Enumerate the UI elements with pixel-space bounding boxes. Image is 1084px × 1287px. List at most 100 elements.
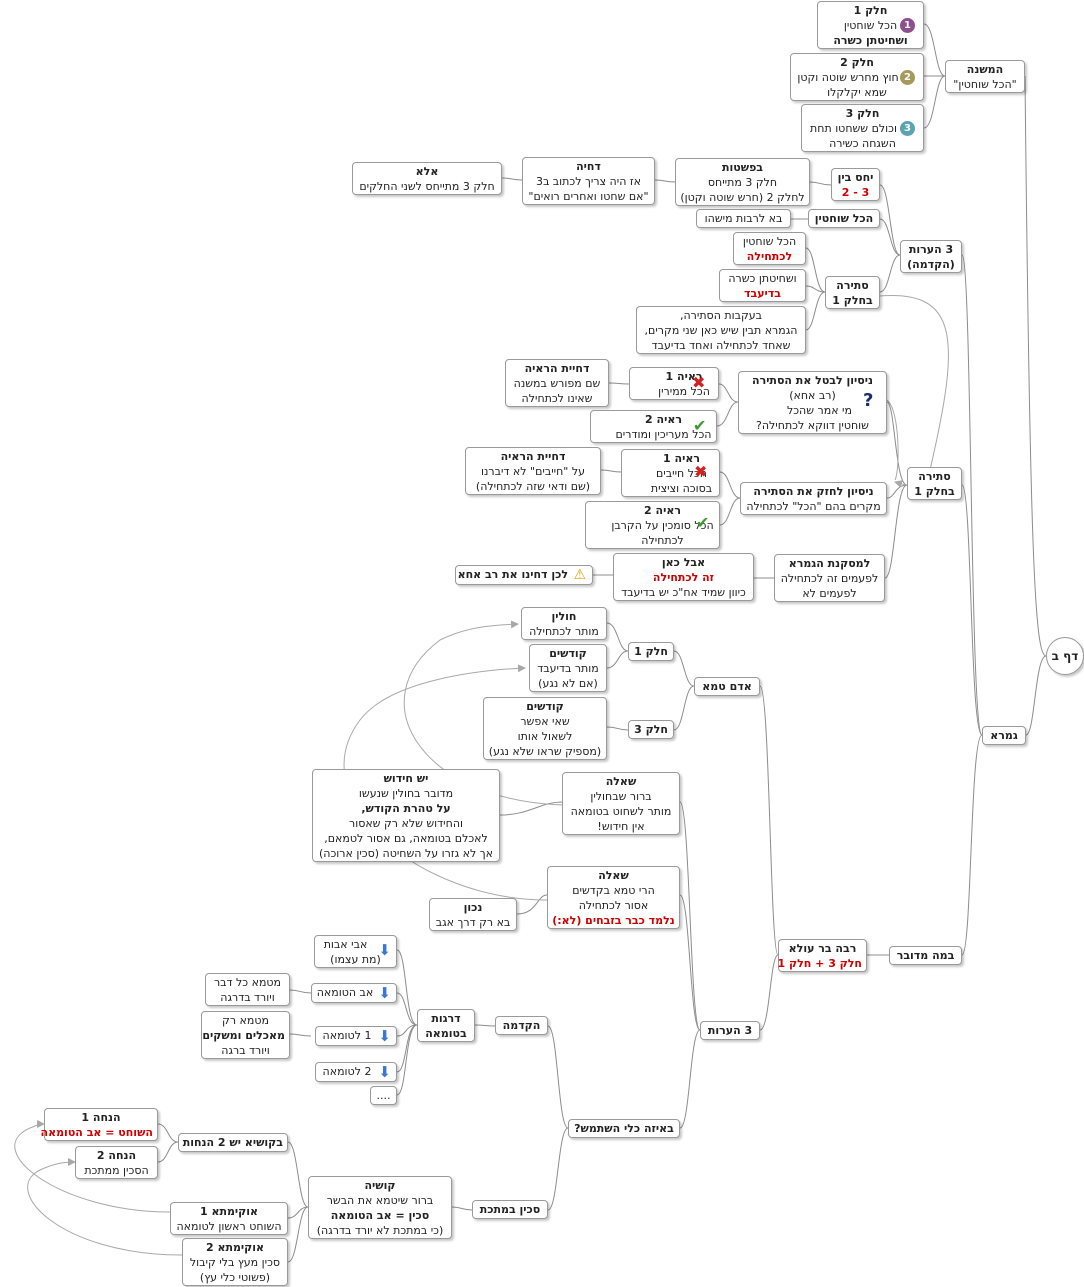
proof2b-node[interactable]: ראיה 2 הכל סומכין על הקרבן לכתחילה ✔ xyxy=(585,501,720,549)
cancel-attempt-node[interactable]: ניסיון לבטל את הסתירה (רב אחא) מי אמר שה… xyxy=(738,371,887,434)
node-line: לחלק 2 (חרש שוטה וקטן) xyxy=(680,191,805,204)
node-line-red: לכתחילה xyxy=(746,250,793,263)
number-3-icon: 3 xyxy=(900,121,915,136)
node-text: 1 לטומאה xyxy=(322,1029,372,1042)
raba-node[interactable]: רבה בר עולא חלק 3 + חלק 1 xyxy=(778,939,867,972)
node-line: אין חידוש! xyxy=(597,820,645,833)
ukimta2-node[interactable]: אוקימתא 2 סכין מעץ בלי קיבול (פשוטי כלי … xyxy=(182,1238,288,1286)
proof1b-node[interactable]: ראיה 1 הכל חייבים בסוכה וציצית ✖ xyxy=(621,449,720,497)
relation-node[interactable]: יחס בין 3 - 2 xyxy=(831,168,880,201)
intro-node[interactable]: הקדמה xyxy=(495,1016,548,1035)
mishna-part-1[interactable]: חלק 1 הכל שוחטין ושחיטתן כשרה 1 xyxy=(817,1,924,49)
novelty-node[interactable]: יש חידוש מדובר בחולין שנעשו על טהרת הקוד… xyxy=(312,769,500,862)
question2-node[interactable]: שאלה הרי טמא בקדשים אסור לכתחילה נלמד כב… xyxy=(547,866,680,929)
rishon-note-node[interactable]: מטמא רק מאכלים ומשקים ויורד ברגה xyxy=(201,1011,290,1059)
node-line: לשאול אותו xyxy=(517,730,573,743)
three-notes-intro[interactable]: 3 הערות (הקדמה) xyxy=(900,240,962,273)
hakol-shochtin-node[interactable]: הכל שוחטין xyxy=(808,209,880,228)
premise2-node[interactable]: הנחה 2 הסכין ממתכת xyxy=(75,1146,158,1179)
hakol-lechatchila-node[interactable]: הכל שוחטין לכתחילה xyxy=(733,232,806,265)
node-line: (אם לא נגע) xyxy=(538,677,598,690)
node-line: והחידוש שלא רק שאסור xyxy=(348,817,464,830)
cross-icon: ✖ xyxy=(694,462,708,481)
node-line-red: זה לכתחילה xyxy=(652,571,715,584)
mishna-node[interactable]: המשנה "הכל שוחטין" xyxy=(945,60,1025,93)
part1-node[interactable]: חלק 1 xyxy=(628,642,674,661)
following-node[interactable]: בעקבות הסתירה, הגמרא תבין שיש כאן שני מק… xyxy=(636,306,806,354)
adam-tame-node[interactable]: אדם טמא xyxy=(694,677,760,696)
node-line: לכתחילה xyxy=(641,534,684,547)
av-tuma-note-node[interactable]: מטמא כל דבר ויורד בדרגה xyxy=(205,973,290,1006)
node-line: אבי אבות xyxy=(323,938,368,951)
node-title: רבה בר עולא xyxy=(788,942,857,955)
node-line-red: השוחט = אב הטומאה xyxy=(40,1126,153,1139)
node-line: מותר בדיעבד xyxy=(537,662,599,675)
sheni-node[interactable]: 2 לטומאה ⬇ xyxy=(315,1062,397,1082)
node-line: לפעמים לא xyxy=(802,587,857,600)
node-title: יש חידוש xyxy=(383,772,429,785)
node-title: דרגות xyxy=(431,1012,461,1025)
more-node[interactable]: .... xyxy=(370,1086,397,1105)
proof2a-node[interactable]: ראיה 2 הכל מעריכין ומודרים ✔ xyxy=(590,410,717,443)
kodashim3-node[interactable]: קודשים שאי אפשר לשאול אותו (מספיק שראו ש… xyxy=(483,697,607,760)
what-case-node[interactable]: במה מדובר xyxy=(889,946,962,965)
root-node[interactable]: דף ב xyxy=(1046,637,1084,675)
part-line: הכל שוחטין xyxy=(843,19,898,32)
rishon-node[interactable]: 1 לטומאה ⬇ xyxy=(315,1026,397,1046)
correct-node[interactable]: נכון בא רק דרך אגב xyxy=(429,898,517,931)
part3-node[interactable]: חלק 3 xyxy=(628,720,674,739)
question1-node[interactable]: שאלה ברור שבחולין מותר לשחוט בטומאה אין … xyxy=(562,772,680,835)
three-notes-node[interactable]: 3 הערות xyxy=(700,1021,760,1040)
strengthen-attempt-node[interactable]: ניסיון לחזק את הסתירה מקרים בהם "הכל" לכ… xyxy=(740,482,887,515)
node-line: כיוון שמיד אח"כ יש בדיעבד xyxy=(621,586,746,599)
proof1a-reject-node[interactable]: דחיית הראיה שם מפורש במשנה שאינו לכתחילה xyxy=(505,359,609,407)
contradiction2-node[interactable]: סתירה בחלק 1 xyxy=(907,467,962,500)
which-tool-node[interactable]: באיזה כלי השתמש? xyxy=(568,1119,680,1138)
two-premises-node[interactable]: בקושיא יש 2 הנחות xyxy=(178,1133,288,1152)
node-line: אסור לכתחילה xyxy=(578,899,649,912)
lerabot-node[interactable]: בא לרבות מישהו xyxy=(696,209,791,228)
rejection-node[interactable]: דחיה אז היה צריך לכתוב ב3 "אם שחטו ואחרי… xyxy=(522,157,655,205)
levels-node[interactable]: דרגות בטומאה xyxy=(417,1009,475,1042)
node-title: קודשים xyxy=(549,647,587,660)
node-title: אלא xyxy=(415,165,439,178)
proof1a-node[interactable]: ראיה 1 הכל ממירין ✖ xyxy=(629,367,719,400)
node-line: (פשוטי כלי עץ) xyxy=(199,1271,271,1284)
arrow-down-icon: ⬇ xyxy=(378,1027,391,1045)
warning-icon: ⚠ xyxy=(573,567,586,583)
kshera-bedieved-node[interactable]: ושחיטתן כשרה בדיעבד xyxy=(719,269,806,302)
node-subtitle: (הקדמה) xyxy=(907,258,955,271)
proof1b-reject-node[interactable]: דחיית הראיה על "חייבים" לא דיברנו (שם וד… xyxy=(465,447,601,495)
av-tuma-node[interactable]: אב הטומאה ⬇ xyxy=(311,983,397,1003)
premise1-node[interactable]: הנחה 1 השוחט = אב הטומאה xyxy=(40,1108,158,1141)
node-line: מותר לשחוט בטומאה xyxy=(570,805,672,818)
mishna-part-3[interactable]: חלק 3 וכולם ששחטו תחת השגחה כשירה 3 xyxy=(801,104,924,152)
chulin-node[interactable]: חולין מותר לכתחילה xyxy=(521,607,607,640)
simply-node[interactable]: בפשטות חלק 3 מתייחס לחלק 2 (חרש שוטה וקט… xyxy=(675,158,810,206)
conclusion-node[interactable]: למסקנת הגמרא לפעמים זה לכתחילה לפעמים לא xyxy=(774,554,885,602)
node-line: מותר לכתחילה xyxy=(529,625,599,638)
ukimta1-node[interactable]: אוקימתא 1 השוחט ראשון לטומאה xyxy=(170,1202,288,1235)
node-line: (רב אחא) xyxy=(789,389,836,402)
kodashim1-node[interactable]: קודשים מותר בדיעבד (אם לא נגע) xyxy=(529,644,607,692)
mishna-subtitle: "הכל שוחטין" xyxy=(953,78,1017,91)
avi-avot-node[interactable]: אבי אבות (מת עצמו) ⬇ xyxy=(314,935,397,968)
but-here-node[interactable]: אבל כאן זה לכתחילה כיוון שמיד אח"כ יש בד… xyxy=(613,553,754,601)
mishna-part-2[interactable]: חלק 2 חוץ מחרש שוטה וקטן שמא יקלקלו 2 xyxy=(790,53,924,101)
part-line: ושחיטתן כשרה xyxy=(833,34,908,47)
node-title: סתירה xyxy=(918,470,951,483)
node-line-red: בדיעבד xyxy=(744,287,781,300)
contradiction-node[interactable]: סתירה בחלק 1 xyxy=(825,276,880,309)
difficulty-node[interactable]: קושיה ברור שיטמא את הבשר סכין = אב הטומא… xyxy=(308,1176,452,1239)
rav-acha-node[interactable]: לכן דחינו את רב אחא ⚠ xyxy=(455,565,593,585)
part-title: חלק 2 xyxy=(840,56,874,69)
node-line: הכל חייבים xyxy=(656,467,707,480)
node-title: אוקימתא 2 xyxy=(205,1241,265,1254)
metal-knife-node[interactable]: סכין במתכת xyxy=(472,1200,548,1219)
node-title: נכון xyxy=(463,901,483,914)
node-line: הרי טמא בקדשים xyxy=(572,884,655,897)
gemara-node[interactable]: גמרא xyxy=(982,726,1026,745)
node-title: ניסיון לבטל את הסתירה xyxy=(752,374,873,387)
ela-node[interactable]: אלא חלק 3 מתייחס לשני החלקים xyxy=(352,162,502,195)
part-line: חוץ מחרש שוטה וקטן xyxy=(797,71,899,84)
